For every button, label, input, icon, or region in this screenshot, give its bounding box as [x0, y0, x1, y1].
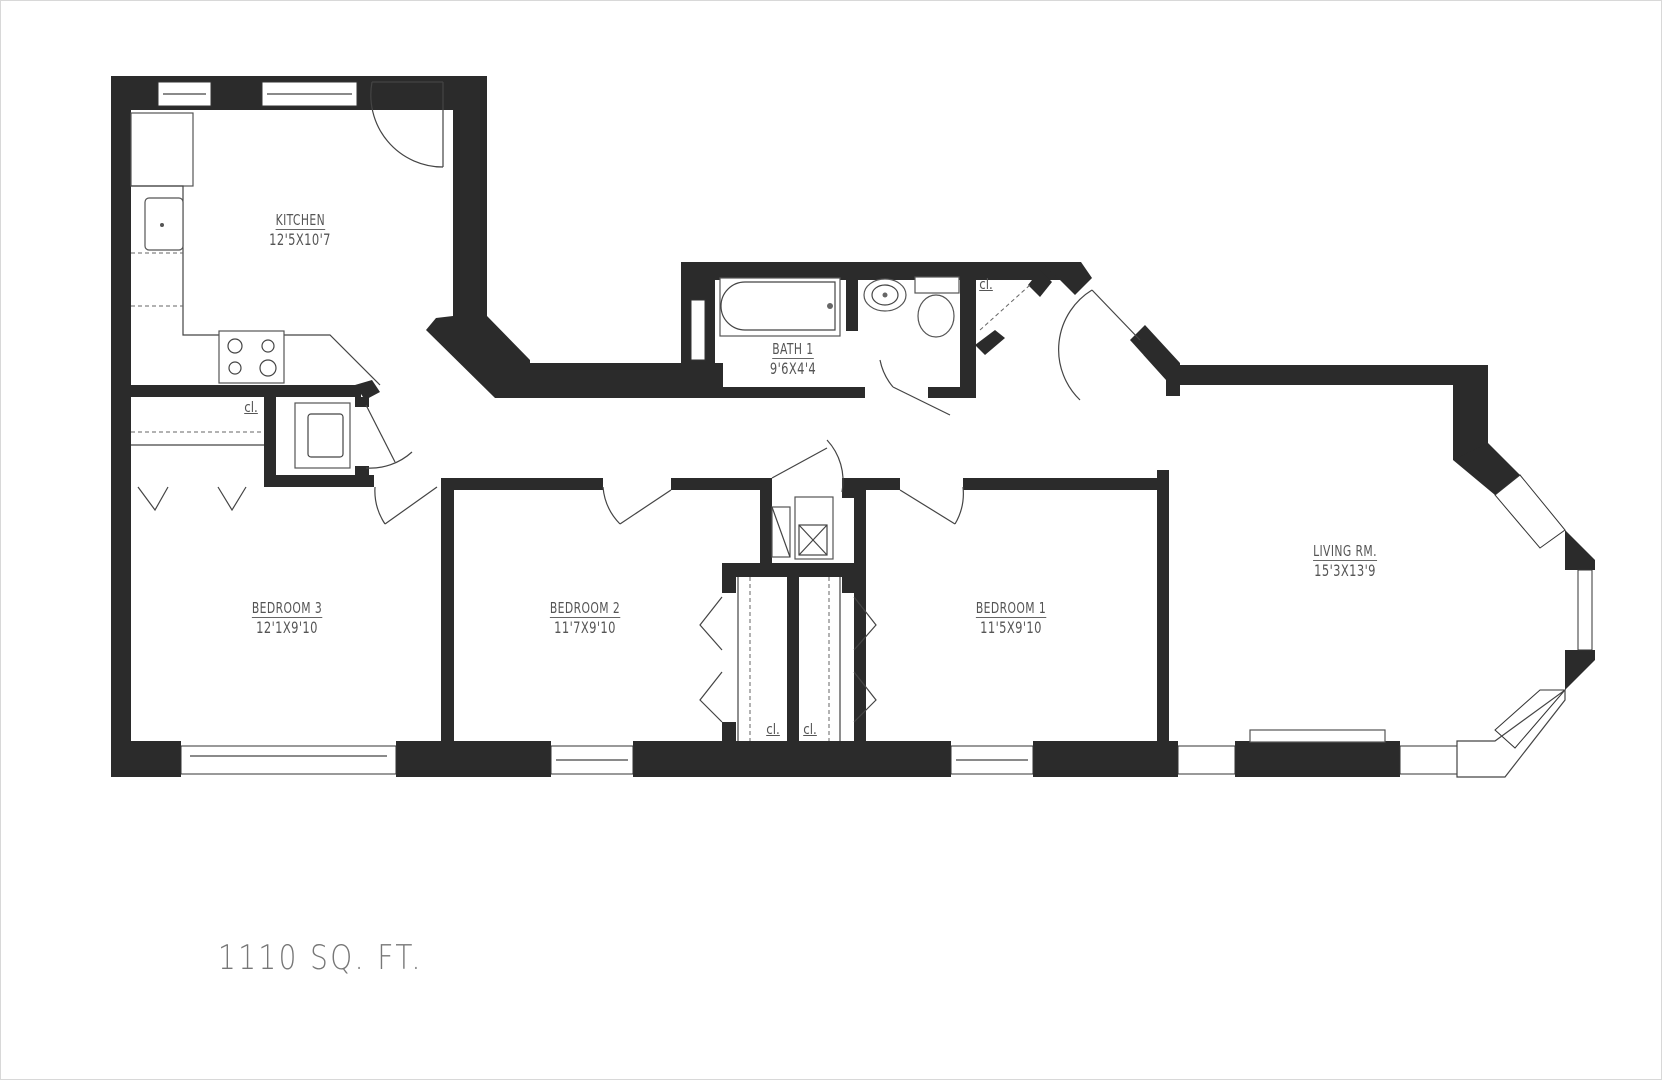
washer-dryer	[294, 402, 351, 469]
toilet	[914, 276, 960, 294]
room-label-bedroom-3: BEDROOM 3 12'1X9'10	[243, 598, 331, 638]
stove	[218, 330, 285, 384]
room-label-bedroom-1: BEDROOM 1 11'5X9'10	[967, 598, 1055, 638]
closet-label-kitchen: cl.	[244, 400, 258, 416]
room-dimensions: 9'6X4'4	[769, 359, 817, 378]
room-name: BATH 1	[772, 340, 814, 359]
closet-label-bedroom-1: cl.	[803, 722, 817, 738]
total-area-label: 1110 SQ. FT.	[218, 938, 423, 978]
room-dimensions: 12'1X9'10	[256, 618, 318, 637]
room-name: BEDROOM 2	[549, 599, 621, 618]
room-label-bath-1: BATH 1 9'6X4'4	[764, 339, 822, 379]
room-dimensions: 15'3X13'9	[1314, 561, 1376, 580]
room-dimensions: 11'5X9'10	[980, 618, 1042, 637]
room-label-living-room: LIVING RM. 15'3X13'9	[1305, 541, 1385, 581]
room-label-kitchen: KITCHEN 12'5X10'7	[261, 210, 338, 250]
bathtub	[719, 277, 841, 337]
room-name: BEDROOM 3	[251, 599, 323, 618]
room-name: BEDROOM 1	[975, 599, 1047, 618]
room-name: KITCHEN	[275, 211, 325, 230]
closet-label-bedroom-2: cl.	[766, 722, 780, 738]
interior-walls	[131, 380, 1169, 741]
room-label-bedroom-2: BEDROOM 2 11'7X9'10	[541, 598, 629, 638]
windows	[157, 81, 1593, 778]
doors	[137, 81, 1141, 723]
kitchen-sink	[144, 197, 184, 251]
fixtures	[130, 112, 1031, 741]
room-name: LIVING RM.	[1313, 542, 1377, 561]
refrigerator	[130, 112, 194, 187]
closet-label-entry: cl.	[979, 277, 993, 293]
room-dimensions: 12'5X10'7	[269, 230, 331, 249]
room-dimensions: 11'7X9'10	[554, 618, 616, 637]
